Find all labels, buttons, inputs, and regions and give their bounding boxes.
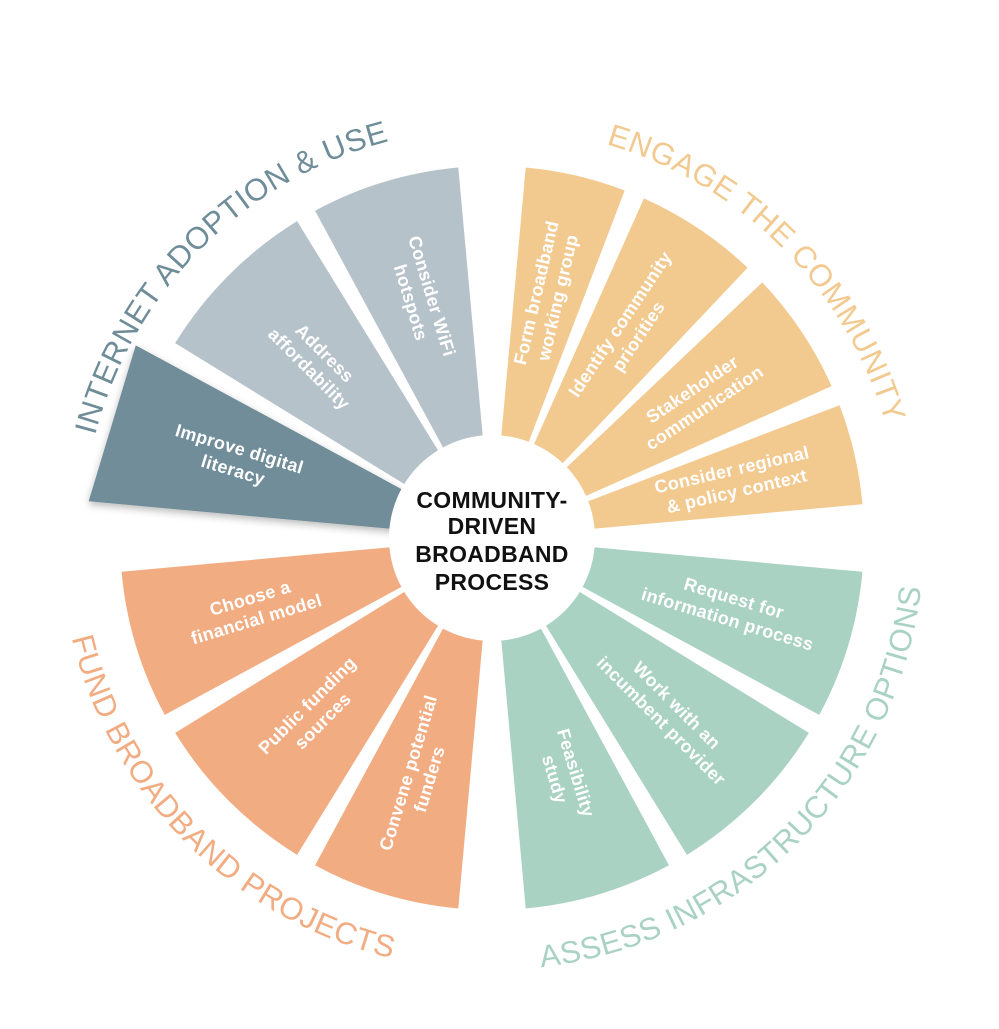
segment-choose-a-financial-model <box>121 546 413 715</box>
segment-public-funding-sources <box>175 585 445 855</box>
segment-stakeholder-communication <box>557 282 832 502</box>
center-hub: COMMUNITY- DRIVEN BROADBAND PROCESS <box>389 435 595 641</box>
segment-feasibility-study <box>500 617 669 909</box>
segment-work-with-an-incumbent-provider <box>539 585 809 855</box>
center-circle <box>389 435 595 641</box>
segment-consider-wifi-hotspots <box>315 167 484 459</box>
segment-form-broadband-working-group <box>500 167 625 454</box>
segment-address-affordability <box>175 221 445 491</box>
center-line-1: COMMUNITY- <box>416 487 567 513</box>
center-line-3: BROADBAND <box>415 541 568 567</box>
center-line-2: DRIVEN <box>448 513 537 539</box>
segment-improve-digital-literacy <box>88 345 413 530</box>
segment-convene-potential-funders <box>315 617 484 909</box>
segment-identify-community-priorities <box>528 198 748 473</box>
segment-request-for-information-process <box>571 546 863 715</box>
center-line-4: PROCESS <box>435 569 550 595</box>
segment-consider-regional-and-policy-context <box>576 405 863 530</box>
segments-layer: Improve digitalliteracyAddressaffordabil… <box>88 167 863 909</box>
